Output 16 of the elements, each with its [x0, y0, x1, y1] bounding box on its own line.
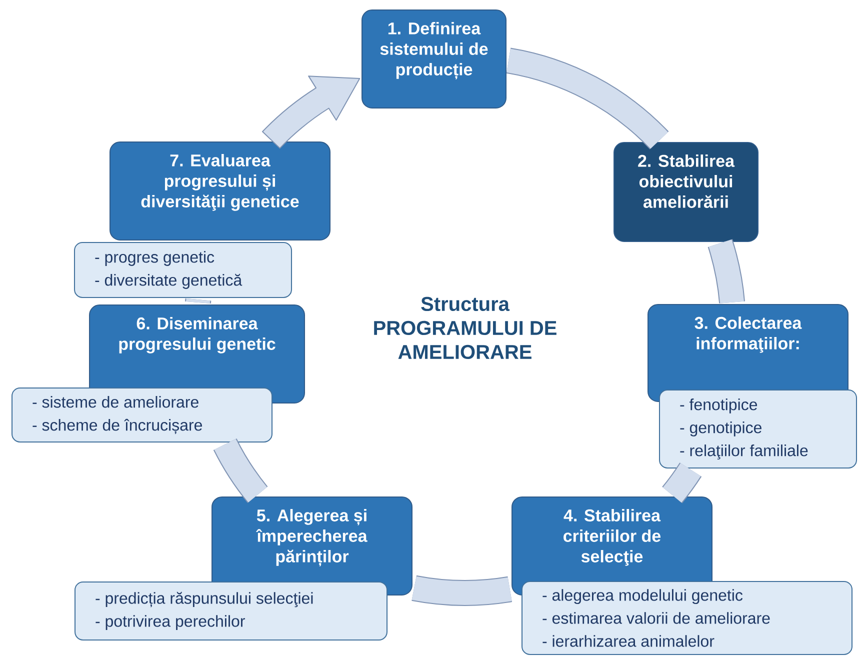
ring-segment: [185, 298, 212, 304]
ring-segment: [662, 462, 702, 504]
title: Structura PROGRAMULUI DE AMELIORARE: [374, 296, 556, 360]
detail-panel: - progres genetic - diversitate genetică: [74, 242, 292, 298]
ring-segment: [708, 239, 745, 304]
cycle-arrow: [262, 76, 360, 149]
step-box: 1. Definirea sistemului de producție: [362, 10, 506, 108]
ring-segment: [506, 48, 668, 150]
detail-panel: - sisteme de ameliorare - scheme de încrucișare: [12, 388, 272, 442]
step-box: 7. Evaluarea progresului și diversităţii genetice: [110, 142, 330, 240]
detail-panel: - predicția răspunsului selecţiei - potrivirea perechilor: [74, 581, 388, 640]
ring-segment: [213, 438, 268, 503]
step-box: 2. Stabilirea obiectivului ameliorării: [614, 142, 758, 242]
detail-panel: - fenotipice - genotipice - relaţiilor familiale: [659, 390, 857, 468]
ring-segment: [412, 575, 512, 606]
detail-panel: - alegerea modelului genetic - estimarea valorii de ameliorare - ierarhizarea animalelor: [522, 580, 852, 655]
